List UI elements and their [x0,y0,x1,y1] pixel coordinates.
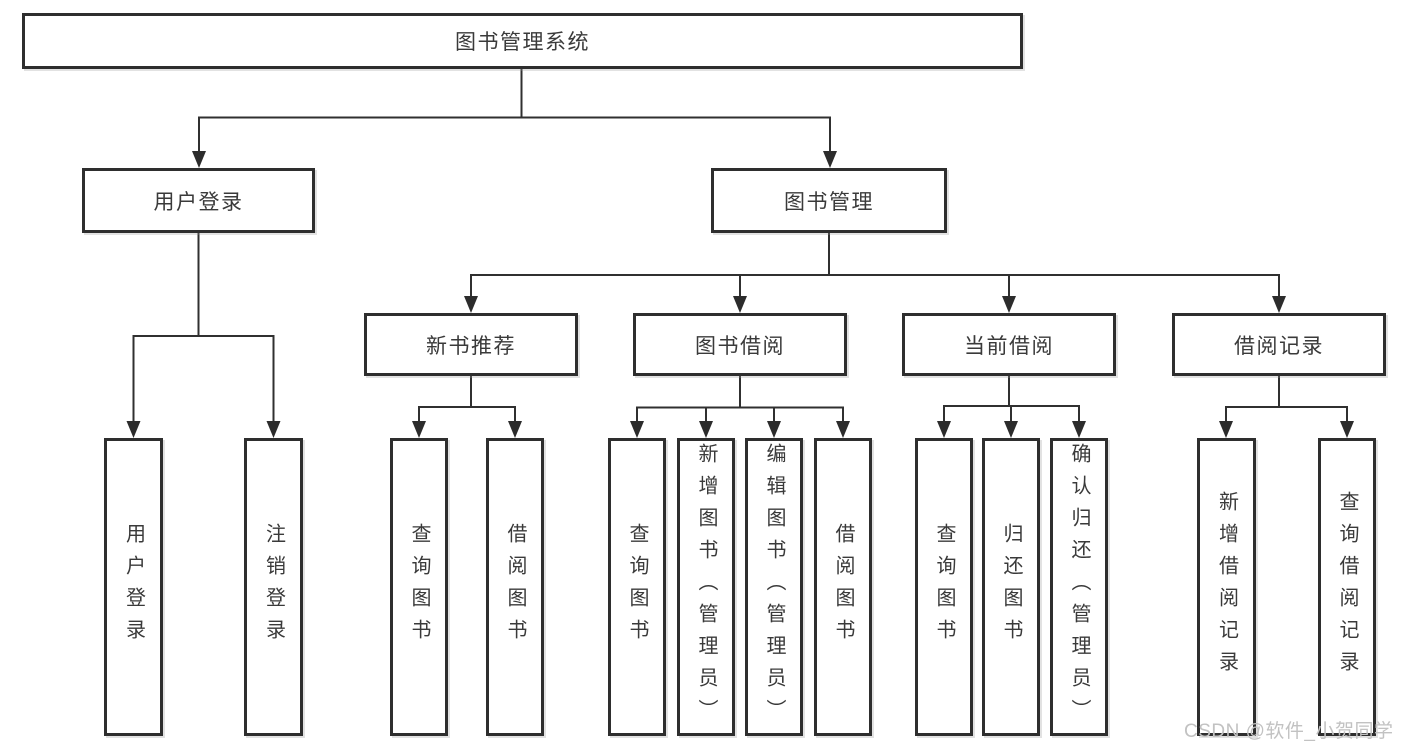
leaf-current-confirm-return-admin: 确认归还（管理员） [1050,438,1108,736]
leaf-borrowing-edit-book-admin: 编辑图书（管理员） [745,438,803,736]
watermark: CSDN @软件_小贺同学 [1184,721,1394,742]
connector-root-to-level2 [198,68,831,153]
leaf-current-query-books: 查询图书 [915,438,973,736]
arrowheads [126,151,1354,438]
leaf-records-add-record: 新增借阅记录 [1197,438,1256,736]
leaf-records-query-record: 查询借阅记录 [1318,438,1376,736]
leaf-recommend-query-books: 查询图书 [390,438,448,736]
leaf-borrowing-borrow-books: 借阅图书 [814,438,872,736]
node-borrowing-records: 借阅记录 [1172,313,1386,376]
connector-borrowing-children [636,375,844,423]
connector-user-login-children [132,232,275,423]
node-current-borrowing: 当前借阅 [902,313,1116,376]
leaf-borrowing-add-book-admin: 新增图书（管理员） [677,438,735,736]
node-new-book-recommendation: 新书推荐 [364,313,578,376]
node-book-borrowing: 图书借阅 [633,313,847,376]
connector-book-management-children [470,232,1280,298]
node-book-management: 图书管理 [711,168,947,233]
connector-recommend-children [418,375,516,423]
node-library-system: 图书管理系统 [22,13,1023,69]
leaf-current-return-book: 归还图书 [982,438,1040,736]
leaf-recommend-borrow-books: 借阅图书 [486,438,544,736]
node-user-login: 用户登录 [82,168,315,233]
connector-current-children [943,375,1080,423]
leaf-borrowing-query-books: 查询图书 [608,438,666,736]
connector-records-children [1225,375,1348,423]
leaf-user-login: 用户登录 [104,438,163,736]
leaf-logout-login: 注销登录 [244,438,303,736]
